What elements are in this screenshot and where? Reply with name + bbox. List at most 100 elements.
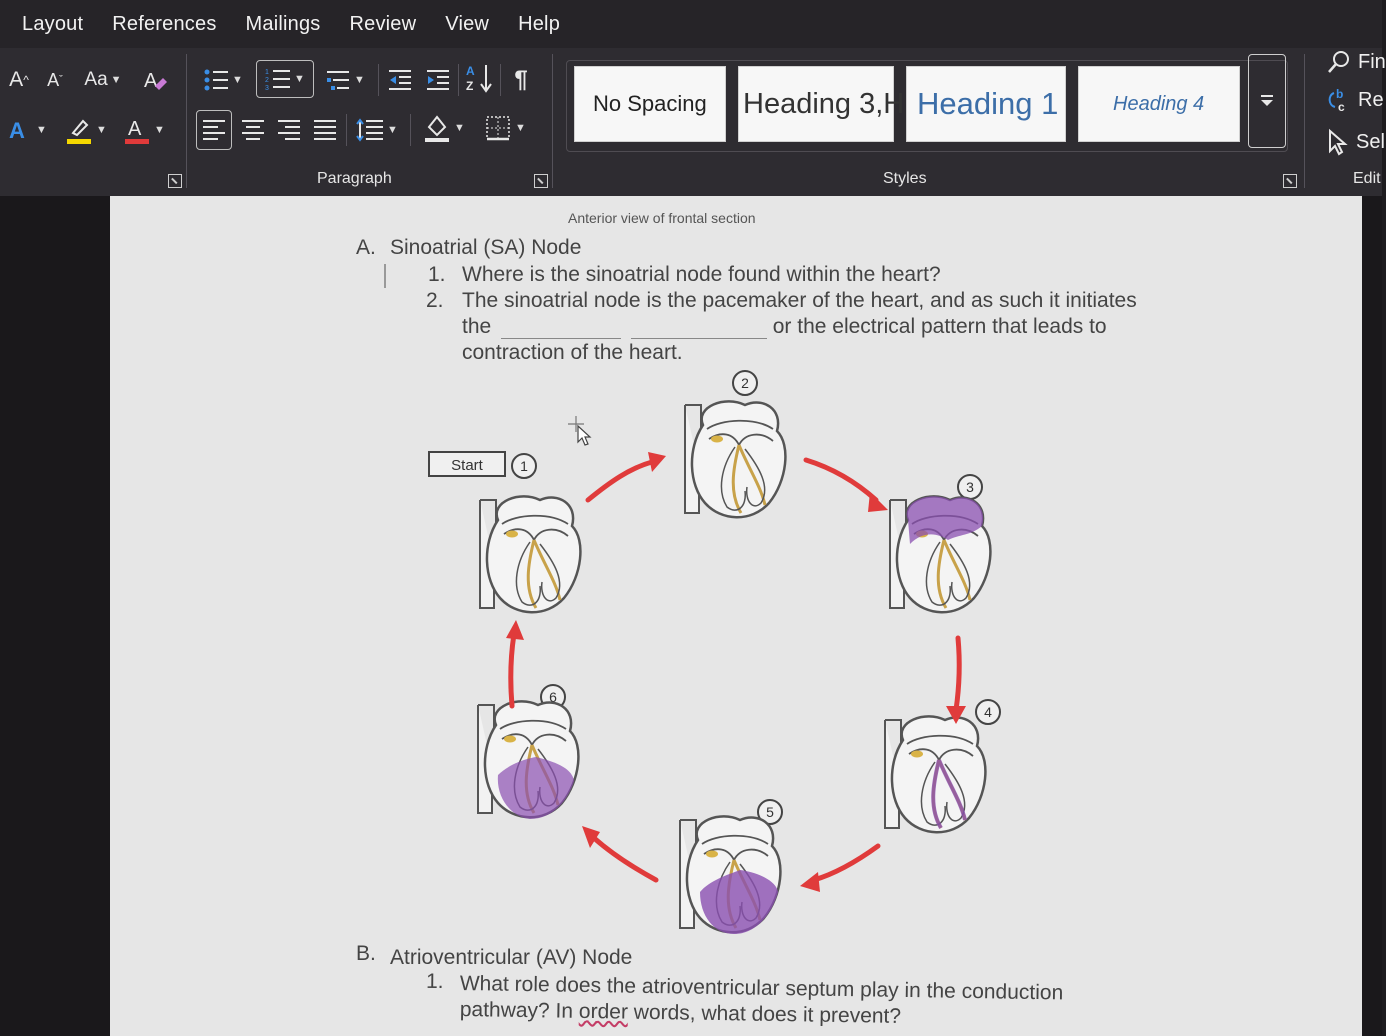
arrow-4-to-5 [811,843,881,883]
multilevel-list-icon [327,71,350,90]
svg-text:3: 3 [265,85,269,92]
justify-icon [314,120,336,140]
align-right-button[interactable] [274,112,304,148]
question-a2-line2-end: or the electrical pattern that leads to [772,315,1107,338]
find-button[interactable]: Fin [1326,48,1386,76]
section-b-title: Atrioventricular (AV) Node [390,946,633,969]
spelling-flagged-word[interactable]: order [578,999,629,1024]
question-a2-number: 2. [426,289,444,312]
font-dialog-launcher[interactable] [168,174,182,188]
svg-text:c: c [1338,100,1345,114]
replace-button[interactable]: b c Re [1326,86,1384,114]
sort-button[interactable]: A Z [462,60,496,96]
step-number-6: 6 [549,689,557,705]
heart-stage-5 [678,814,782,934]
question-a1-number: 1. [428,263,446,286]
show-formatting-button[interactable]: ¶ [506,62,536,98]
menu-references[interactable]: References [112,12,217,35]
select-button[interactable]: Sel [1326,128,1385,156]
grow-font-button[interactable]: A^ [9,68,29,91]
style-heading-3[interactable]: Heading 3,H [738,66,904,142]
style-heading-1[interactable]: Heading 1 [906,66,1066,142]
align-left-button[interactable] [196,110,232,150]
line-spacing-button[interactable]: ▼ [352,112,402,148]
style-heading-3-label: Heading 3,H [743,87,905,120]
answer-blank-1[interactable] [501,321,622,339]
change-case-button[interactable]: Aa▼ [84,69,122,90]
svg-text:A: A [128,118,142,140]
numbered-list-icon: 123 [265,69,291,92]
paragraph-dialog-launcher[interactable] [534,174,548,188]
menu-help[interactable]: Help [518,12,561,35]
line-spacing-icon [356,118,384,142]
arrowhead [800,872,820,892]
change-case-label: Aa [84,69,108,90]
arrowhead [506,620,524,640]
align-center-button[interactable] [238,112,268,148]
menu-mailings[interactable]: Mailings [245,12,321,35]
svg-text:b: b [1336,87,1343,101]
arrow-5-to-6 [591,835,659,883]
styles-more-button[interactable] [1248,54,1286,148]
arrowhead [868,492,888,512]
paragraph-group-label: Paragraph [317,170,392,187]
justify-button[interactable] [310,112,340,148]
step-number-5: 5 [766,804,774,820]
heart-stage-2 [683,399,787,519]
svg-text:A: A [466,64,475,78]
editing-group-label: Edit [1353,170,1381,187]
text-cursor [384,264,386,288]
highlight-color-button[interactable]: ▼ [62,112,110,148]
font-color-icon: A [125,118,150,144]
shading-button[interactable]: ▼ [418,110,470,146]
bullets-button[interactable]: ▼ [198,62,248,98]
heart-stage-3 [888,494,992,614]
divider [346,114,347,146]
menu-layout[interactable]: Layout [22,12,84,35]
divider [458,64,459,96]
borders-button[interactable]: ▼ [478,110,532,146]
question-b1-line2-end: words, what does it prevent? [633,1000,902,1028]
styles-dialog-launcher[interactable] [1283,174,1297,188]
decrease-indent-icon [389,70,411,90]
arrow-2-to-3 [803,457,879,503]
paint-bucket-icon [425,115,450,142]
svg-text:A: A [144,70,158,92]
menu-review[interactable]: Review [349,12,417,35]
font-color-button[interactable]: A ▼ [120,112,168,148]
clear-formatting-button[interactable]: A [140,62,170,98]
arrowhead [648,452,666,472]
answer-blank-2[interactable] [630,321,767,339]
step-number-3: 3 [966,479,974,495]
style-heading-1-label: Heading 1 [917,86,1059,121]
menu-view[interactable]: View [445,12,490,35]
highlighter-icon [67,119,92,144]
question-a2-line3: contraction of the heart. [462,341,683,364]
svg-text:Z: Z [466,79,473,93]
divider [1304,54,1305,188]
multilevel-list-button[interactable]: ▼ [320,62,370,98]
step-number-1: 1 [520,458,528,474]
text-effects-button[interactable]: A ▼ [9,118,47,143]
svg-text:A: A [9,118,25,143]
divider [500,64,501,96]
heart-stage-4 [883,714,987,834]
increase-indent-button[interactable] [422,62,454,98]
style-no-spacing[interactable]: No Spacing [574,66,726,142]
arrowhead [582,826,600,848]
align-left-icon [203,120,225,140]
question-a1: Where is the sinoatrial node found withi… [462,263,941,286]
step-marker-2 [732,370,758,396]
cursor-arrow-icon [1329,128,1348,156]
style-heading-4-label: Heading 4 [1113,92,1205,115]
svg-text:2: 2 [265,77,269,84]
divider [410,114,411,146]
style-heading-4[interactable]: Heading 4 [1078,66,1240,142]
decrease-indent-button[interactable] [384,62,416,98]
step-marker-1 [511,453,537,479]
menu-bar: Layout References Mailings Review View H… [0,0,1382,48]
start-box [428,451,506,477]
